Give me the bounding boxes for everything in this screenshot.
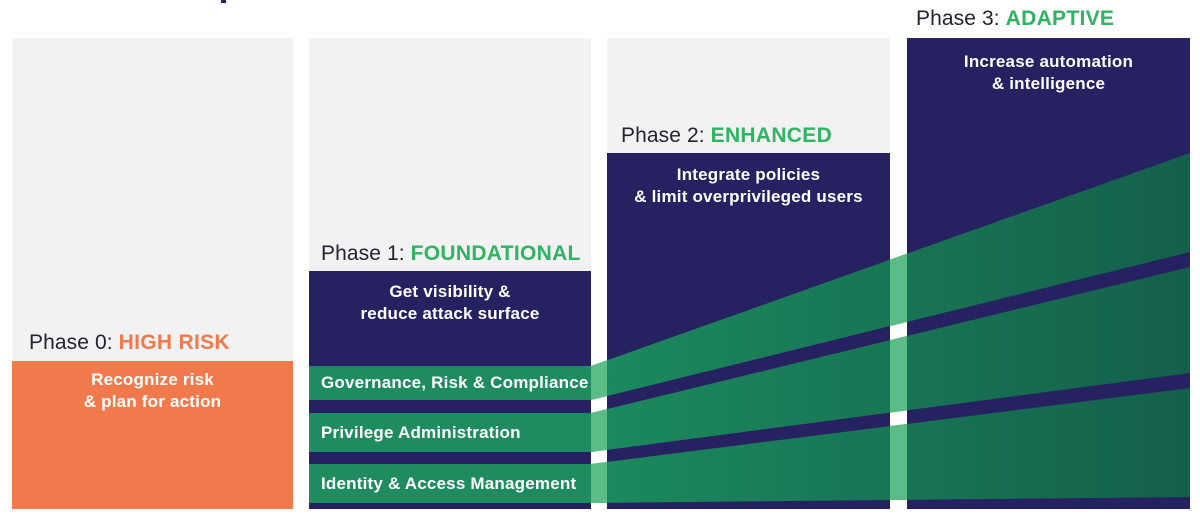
phase-1-name: Phase 1: <box>321 242 405 265</box>
phase-1-label: Phase 1: FOUNDATIONAL <box>321 242 581 266</box>
governance-risk-compliance-band: Governance, Risk & Compliance <box>309 366 591 400</box>
bottom-navy-strip <box>309 503 591 509</box>
privilege-administration-band: Privilege Administration <box>309 413 591 452</box>
phase-2-summary-line1: Integrate policies <box>676 165 821 184</box>
governance-risk-compliance-label: Governance, Risk & Compliance <box>321 373 589 392</box>
phase-1-column: Get visibility & reduce attack surface G… <box>309 38 591 509</box>
phase-1-summary-line1: Get visibility & <box>389 282 511 301</box>
phase-2-column: Integrate policies & limit overprivilege… <box>607 38 890 509</box>
top-edge-artifact <box>221 0 226 3</box>
phase-0-label: Phase 0: HIGH RISK <box>29 331 230 355</box>
phase-3-summary-line2: & intelligence <box>991 74 1106 93</box>
band-separator <box>309 452 591 464</box>
phase-0-summary-block: Recognize risk & plan for action <box>12 361 293 509</box>
phase-1-status: FOUNDATIONAL <box>410 242 581 265</box>
phase-2-summary-block: Integrate policies & limit overprivilege… <box>607 153 890 509</box>
phase-0-status: HIGH RISK <box>118 331 230 354</box>
phase-1-summary-line2: reduce attack surface <box>360 304 540 323</box>
phase-1-summary-block: Get visibility & reduce attack surface <box>309 271 591 366</box>
phase-0-summary: Recognize risk & plan for action <box>12 361 293 413</box>
phase-0-name: Phase 0: <box>29 331 113 354</box>
phase-2-label: Phase 2: ENHANCED <box>621 124 832 148</box>
identity-access-management-band: Identity & Access Management <box>309 464 591 503</box>
phase-3-column: Increase automation & intelligence <box>907 38 1190 509</box>
phase-2-status: ENHANCED <box>710 124 833 147</box>
phase-3-summary: Increase automation & intelligence <box>907 38 1190 95</box>
phase-3-status: ADAPTIVE <box>1005 7 1115 30</box>
phase-3-name: Phase 3: <box>916 7 1000 30</box>
band-separator <box>309 400 591 413</box>
phase-2-name: Phase 2: <box>621 124 705 147</box>
phase-0-column: Recognize risk & plan for action <box>12 38 293 509</box>
phase-2-summary: Integrate policies & limit overprivilege… <box>607 153 890 208</box>
identity-access-management-label: Identity & Access Management <box>321 473 577 493</box>
phase-3-summary-line1: Increase automation <box>963 52 1134 71</box>
phase-0-summary-line1: Recognize risk <box>91 370 214 389</box>
phase-2-summary-line2: & limit overprivileged users <box>634 187 863 206</box>
privilege-administration-label: Privilege Administration <box>321 422 521 442</box>
phase-3-label: Phase 3: ADAPTIVE <box>916 7 1114 31</box>
phase-0-summary-line2: & plan for action <box>83 392 222 411</box>
phase-1-summary: Get visibility & reduce attack surface <box>309 271 591 325</box>
